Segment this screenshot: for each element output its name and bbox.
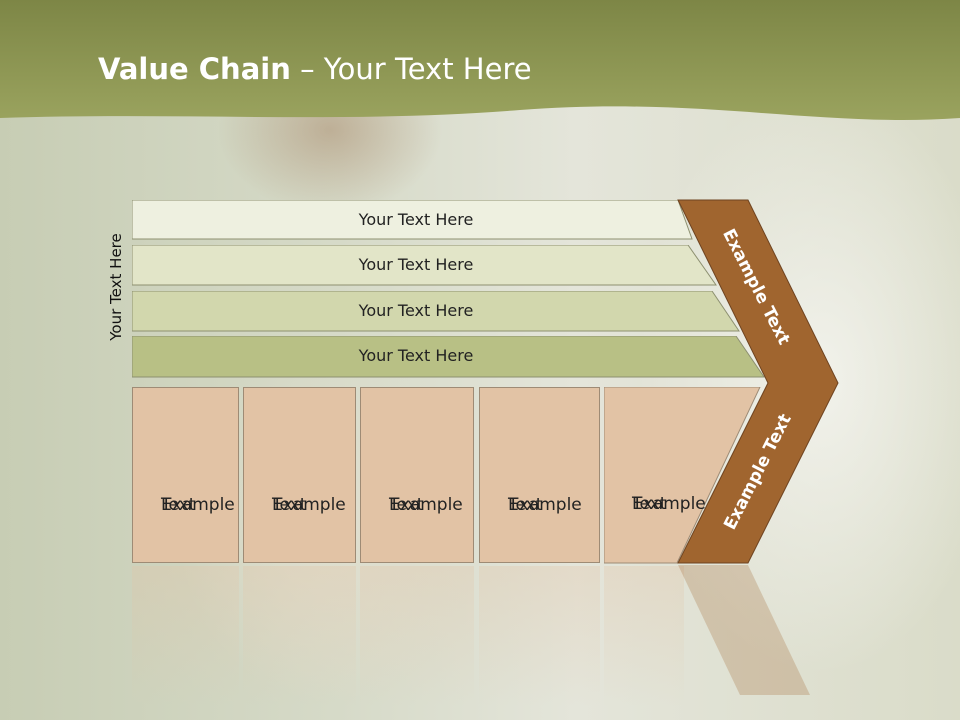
bar-3-label: Your Text Here: [358, 301, 474, 320]
vertical-label: Your Text Here: [107, 233, 125, 341]
title-bold: Value Chain: [98, 52, 291, 86]
title-banner: [0, 0, 960, 120]
reflection-1: [132, 566, 239, 706]
margin-chevron: [677, 199, 839, 564]
title-rest: – Your Text Here: [290, 52, 532, 86]
bar-2-label: Your Text Here: [358, 255, 474, 274]
bar-1-label: Your Text Here: [358, 210, 474, 229]
reflection-4: [479, 566, 600, 706]
slide-title: Value Chain – Your Text Here: [98, 52, 532, 86]
reflection-2: [243, 566, 356, 706]
reflection-5: [604, 566, 684, 706]
reflection-3: [360, 566, 474, 706]
chevron-reflection: [678, 565, 810, 695]
bar-4-label: Your Text Here: [358, 346, 474, 365]
